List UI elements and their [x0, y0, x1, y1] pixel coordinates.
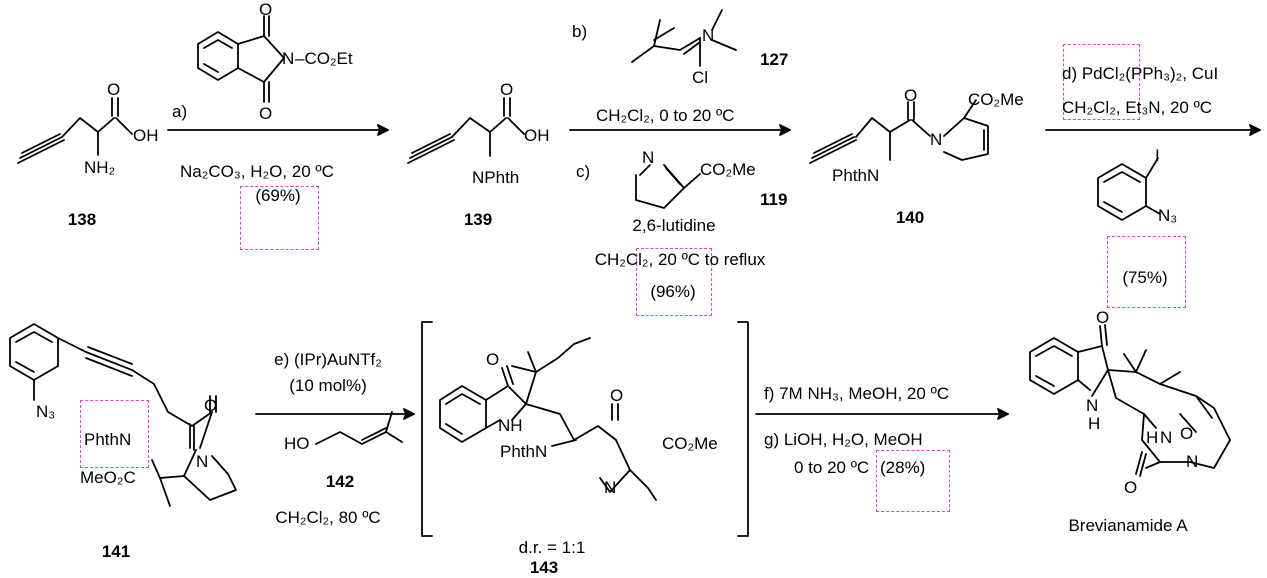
- compound-label-139: 139: [463, 210, 493, 229]
- step-e-line1: e) (IPr)AuNTf₂: [274, 350, 382, 369]
- step-c-label: c): [576, 162, 591, 181]
- atom-n-phth: N: [282, 49, 295, 68]
- reagent-co2et: –CO₂Et: [295, 49, 353, 68]
- step-a-conditions: Na₂CO₃, H₂O, 20 ºC: [180, 162, 334, 181]
- step-c-conditions: CH₂Cl₂, 20 ºC to reflux: [594, 250, 766, 269]
- atom-h-brev-indole: H: [1088, 414, 1101, 433]
- step-c-reagent: 2,6-lutidine: [632, 216, 716, 235]
- step-g-line1: g) LiOH, H₂O, MeOH: [764, 430, 923, 449]
- reagent-119-structure: [635, 164, 701, 209]
- atom-n-119: N: [642, 148, 655, 167]
- group-co2me-143: CO₂Me: [662, 434, 718, 453]
- atom-nh-143: NH: [498, 416, 523, 435]
- atom-phthn-140: PhthN: [832, 166, 880, 185]
- brevianamide-a-structure: [1029, 324, 1231, 477]
- atom-o-brev-bottom: O: [1124, 478, 1138, 497]
- atom-cl-127: Cl: [692, 68, 709, 87]
- atom-hn-brev: H: [1146, 428, 1159, 447]
- compound-140-structure: [809, 99, 989, 164]
- atom-o-phth-top: O: [259, 0, 273, 19]
- atom-n-127: N: [702, 26, 715, 45]
- step-g-yield: (28%): [880, 458, 926, 477]
- atom-o-143: O: [486, 350, 500, 369]
- step-g-line2: 0 to 20 ºC: [794, 458, 870, 477]
- group-meo2c-141: MeO₂C: [80, 468, 136, 487]
- group-co2me-119: CO₂Me: [700, 160, 756, 179]
- compound-label-140: 140: [895, 208, 925, 227]
- reagent-highlight-d: [1063, 44, 1140, 120]
- step-e-conditions: CH₂Cl₂, 80 ºC: [275, 508, 381, 527]
- atom-o-brev-top: O: [1096, 308, 1110, 327]
- atom-o-140: O: [904, 86, 918, 105]
- bracket-143: [421, 321, 749, 537]
- step-a-yield: (69%): [255, 186, 301, 205]
- yield-highlight-a: [240, 186, 319, 250]
- atom-o-143-amide: O: [610, 386, 624, 405]
- step-e-line2: (10 mol%): [289, 376, 367, 395]
- atom-n-brev-indole: N: [1086, 396, 1099, 415]
- atom-n-141: N: [196, 452, 209, 471]
- step-a-label: a): [172, 102, 188, 121]
- step-c-yield: (96%): [650, 282, 696, 301]
- compound-label-138: 138: [67, 210, 97, 229]
- step-b-label: b): [572, 22, 588, 41]
- compound-label-142: 142: [325, 472, 355, 491]
- compound-label-143: 143: [529, 558, 559, 577]
- yield-highlight-g: [876, 450, 950, 512]
- compound-label-127: 127: [760, 50, 789, 69]
- yield-highlight-d: [1107, 236, 1186, 308]
- step-f-line1: f) 7M NH₃, MeOH, 20 ºC: [764, 384, 950, 403]
- reaction-arrows: [167, 124, 1261, 420]
- compound-label-119: 119: [760, 190, 788, 209]
- atom-nphth-139: NPhth: [472, 168, 520, 187]
- compound-138-structure: [17, 97, 133, 164]
- atom-o-141: O: [204, 396, 218, 415]
- reagent-142-structure: [315, 411, 403, 445]
- atom-n-140: N: [930, 130, 943, 149]
- atom-nh2-138: NH₂: [84, 158, 116, 177]
- atom-n-brev-amide: N: [1160, 428, 1173, 447]
- atom-phthn-143: PhthN: [500, 442, 548, 461]
- step-d-line1: d) PdCl₂(PPh₃)₂, CuI: [1062, 64, 1219, 83]
- group-co2me-140: CO₂Me: [968, 90, 1024, 109]
- step-d-line2: CH₂Cl₂, Et₃N, 20 ºC: [1062, 98, 1213, 117]
- amine-highlight-141: [80, 400, 149, 468]
- atom-n3-141: N₃: [36, 402, 56, 421]
- compound-139-structure: [407, 97, 525, 164]
- atom-o-phth-bottom: O: [259, 104, 273, 123]
- atom-oh-139: OH: [524, 126, 550, 145]
- iodoazidobenzene-structure: [1097, 157, 1161, 221]
- atom-o-138: O: [107, 80, 121, 99]
- atom-o-brev-right: O: [1180, 424, 1194, 443]
- atom-n3-reagent: N₃: [1158, 206, 1178, 225]
- atom-ho-142: HO: [284, 434, 310, 453]
- atom-oh-138: OH: [133, 126, 159, 145]
- compound-label-141: 141: [101, 542, 131, 561]
- phthalimide-reagent-structure: [197, 15, 285, 103]
- atom-n-brev-pyrrolidine: N: [1186, 452, 1199, 471]
- atom-i-reagent: I: [1155, 146, 1160, 165]
- compound-143-dr: d.r. = 1:1: [518, 538, 586, 557]
- step-b-conditions: CH₂Cl₂, 0 to 20 ºC: [596, 106, 735, 125]
- yield-highlight-c: [636, 248, 712, 316]
- compound-141-structure: [9, 323, 237, 507]
- atom-n-143: N: [604, 478, 617, 497]
- compound-143-structure: [439, 337, 657, 501]
- atom-phthn-141: PhthN: [84, 430, 132, 449]
- atom-o-139: O: [500, 80, 514, 99]
- step-d-yield: (75%): [1122, 268, 1168, 287]
- final-product-name: Brevianamide A: [1068, 516, 1188, 535]
- reagent-127-structure: [631, 9, 737, 67]
